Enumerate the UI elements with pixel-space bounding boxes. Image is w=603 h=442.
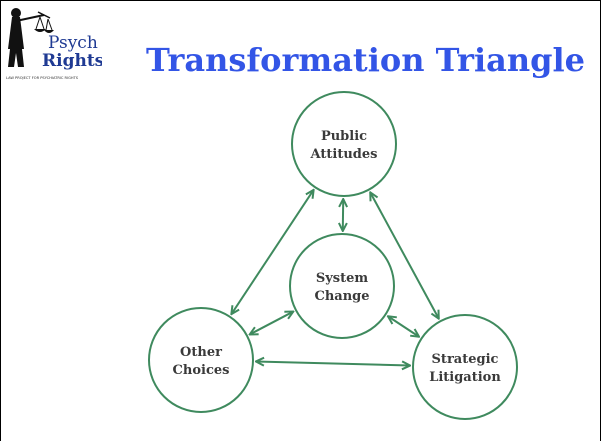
node-label: Choices [173,363,230,378]
node-label: Change [314,289,369,304]
node-circle [148,307,254,413]
slide-title: Transformation Triangle [146,41,585,79]
arrow-public-attitudes-strategic-litigation [370,192,439,318]
logo-text-psych: Psych [48,33,98,53]
node-label: System [316,271,369,286]
psychrights-logo: Psych Rights LAW PROJECT FOR PSYCHIATRIC… [6,8,102,80]
node-label: Other [180,345,222,360]
arrow-system-change-other-choices [250,312,294,335]
connectors [231,190,438,366]
arrow-system-change-strategic-litigation [388,316,419,337]
arrow-other-choices-strategic-litigation [256,361,410,365]
node-label: Litigation [429,370,501,385]
logo-tagline: LAW PROJECT FOR PSYCHIATRIC RIGHTS [6,76,79,80]
node-label: Strategic [432,352,499,367]
node-circle [412,314,518,420]
logo-text-rights: Rights [42,51,102,71]
node-label: Public [321,129,367,144]
arrow-public-attitudes-other-choices [231,190,313,314]
node-circle [291,91,397,197]
node-label: Attitudes [310,147,378,162]
node-circle [289,233,395,339]
scales-of-justice-icon [8,8,54,67]
